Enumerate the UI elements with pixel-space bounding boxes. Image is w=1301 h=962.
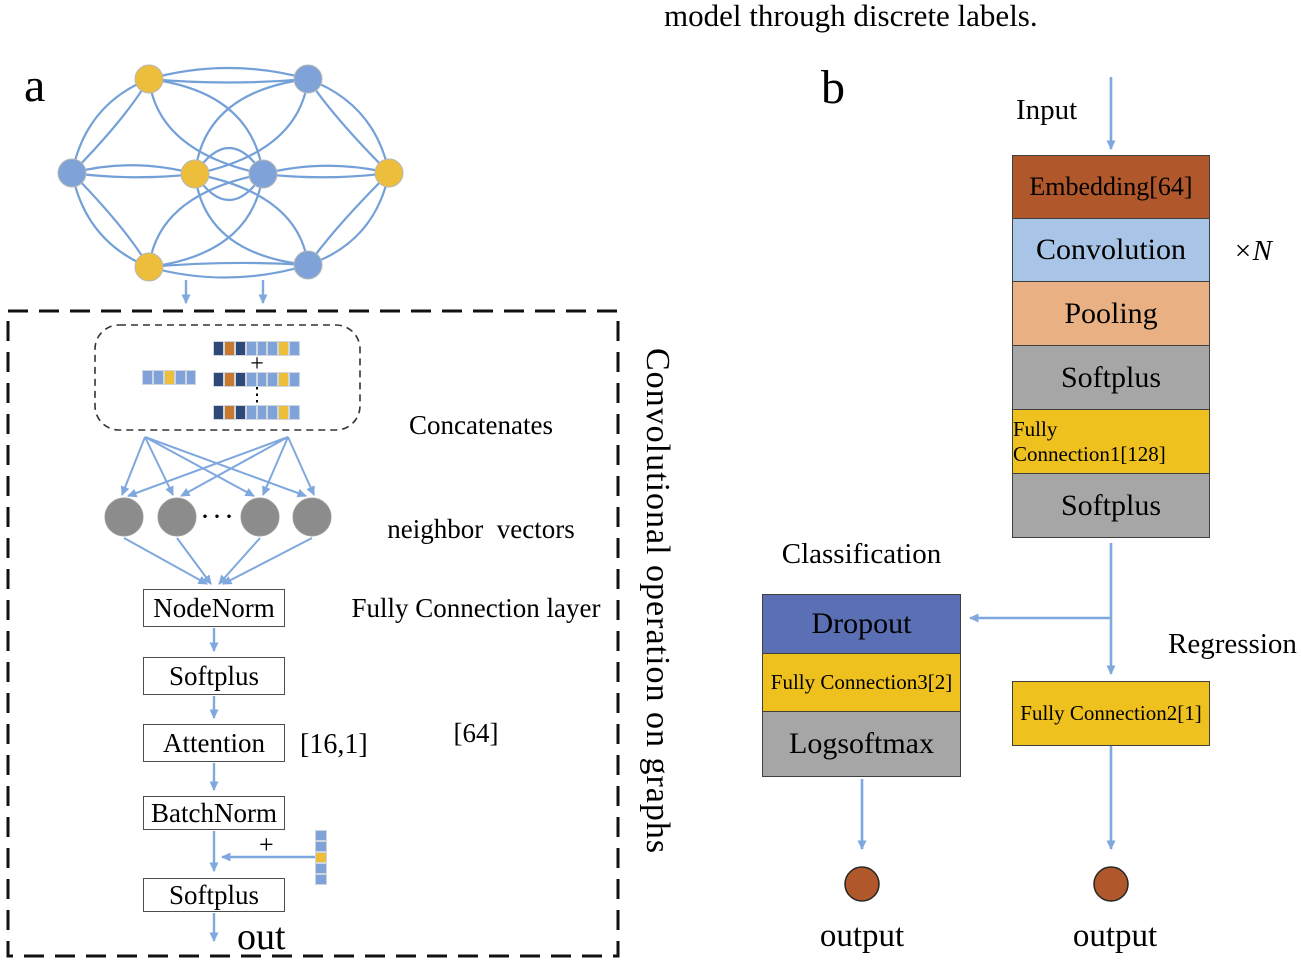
- convolution-box: Convolution: [1012, 218, 1210, 282]
- softplus-box-3: Softplus: [1012, 345, 1210, 410]
- regression-output-circle: [1093, 866, 1129, 902]
- neighbor-vector: [213, 372, 301, 387]
- graph-node-blue: [248, 159, 278, 189]
- panel-b-label: b: [821, 61, 845, 114]
- vertical-ellipsis: ⋮: [247, 385, 267, 406]
- embedding-box: Embedding[64]: [1012, 155, 1210, 219]
- fully-connection3-box: Fully Connection3[2]: [762, 653, 961, 712]
- graph-node-blue: [293, 250, 323, 280]
- graph-node-yellow: [374, 158, 404, 188]
- residual-plus-sign: +: [259, 830, 274, 859]
- neighbor-vectors: + ⋮: [213, 341, 301, 420]
- convolution-operation-dashed-box: [6, 309, 620, 958]
- graph-node-blue: [57, 158, 87, 188]
- side-caption: Convolutional operation on graphs: [639, 348, 676, 855]
- residual-vector: [315, 830, 327, 885]
- classification-stack: Dropout Fully Connection3[2] Logsoftmax: [762, 594, 961, 777]
- graph-node-blue: [293, 64, 323, 94]
- neuron: [240, 497, 280, 537]
- fully-connection2-box: Fully Connection2[1]: [1012, 681, 1210, 746]
- neuron: [157, 497, 197, 537]
- fan-arrows: [120, 436, 315, 498]
- fc-layer-note: Fully Connection layer [64]: [351, 592, 601, 749]
- softplus-box-2: Softplus: [143, 878, 285, 912]
- input-label: Input: [1016, 94, 1078, 126]
- chain-arrows: [209, 628, 315, 942]
- classification-output-label: output: [819, 918, 905, 954]
- logsoftmax-box: Logsoftmax: [762, 711, 961, 777]
- regression-output-label: output: [1072, 918, 1158, 954]
- plus-sign: +: [250, 351, 264, 377]
- converge-arrows: [123, 537, 313, 585]
- attention-box: Attention: [143, 724, 285, 762]
- classification-output-circle: [844, 866, 880, 902]
- fc-neurons: [104, 497, 332, 537]
- nodenorm-box: NodeNorm: [143, 589, 285, 627]
- neighbor-vector: [213, 405, 301, 420]
- pooling-box: Pooling: [1012, 281, 1210, 346]
- attention-dims: [16,1]: [300, 729, 368, 760]
- neuron: [104, 497, 144, 537]
- concatenate-dashed-box: [94, 324, 361, 431]
- neuron-ellipsis: ···: [200, 500, 236, 533]
- graph-nodes: [57, 64, 404, 282]
- main-stack: Embedding[64] Convolution Pooling Softpl…: [1012, 155, 1210, 538]
- out-label: out: [237, 916, 286, 958]
- graph-node-yellow: [180, 159, 210, 189]
- repeat-n-label: ×N: [1233, 235, 1272, 267]
- neuron: [292, 497, 332, 537]
- panel-a-label: a: [24, 59, 46, 112]
- concatenates-note: Concatenates neighbor vectors: [387, 410, 575, 544]
- softplus-box-1: Softplus: [143, 657, 285, 695]
- caption-text: model through discrete labels.: [664, 0, 1038, 33]
- self-vector: [142, 370, 197, 385]
- dropout-box: Dropout: [762, 594, 961, 654]
- softplus-box-4: Softplus: [1012, 473, 1210, 538]
- graph-node-yellow: [134, 252, 164, 282]
- graph-node-yellow: [134, 64, 164, 94]
- neighbor-vector: [213, 341, 301, 356]
- classification-label: Classification: [781, 538, 942, 570]
- graph-edges: [70, 66, 391, 279]
- graph-to-box-arrows: [181, 280, 268, 304]
- panel-b-arrows: [857, 77, 1116, 850]
- regression-label: Regression: [1168, 628, 1297, 660]
- fully-connection1-box: Fully Connection1[128]: [1012, 409, 1210, 474]
- batchnorm-box: BatchNorm: [143, 796, 285, 830]
